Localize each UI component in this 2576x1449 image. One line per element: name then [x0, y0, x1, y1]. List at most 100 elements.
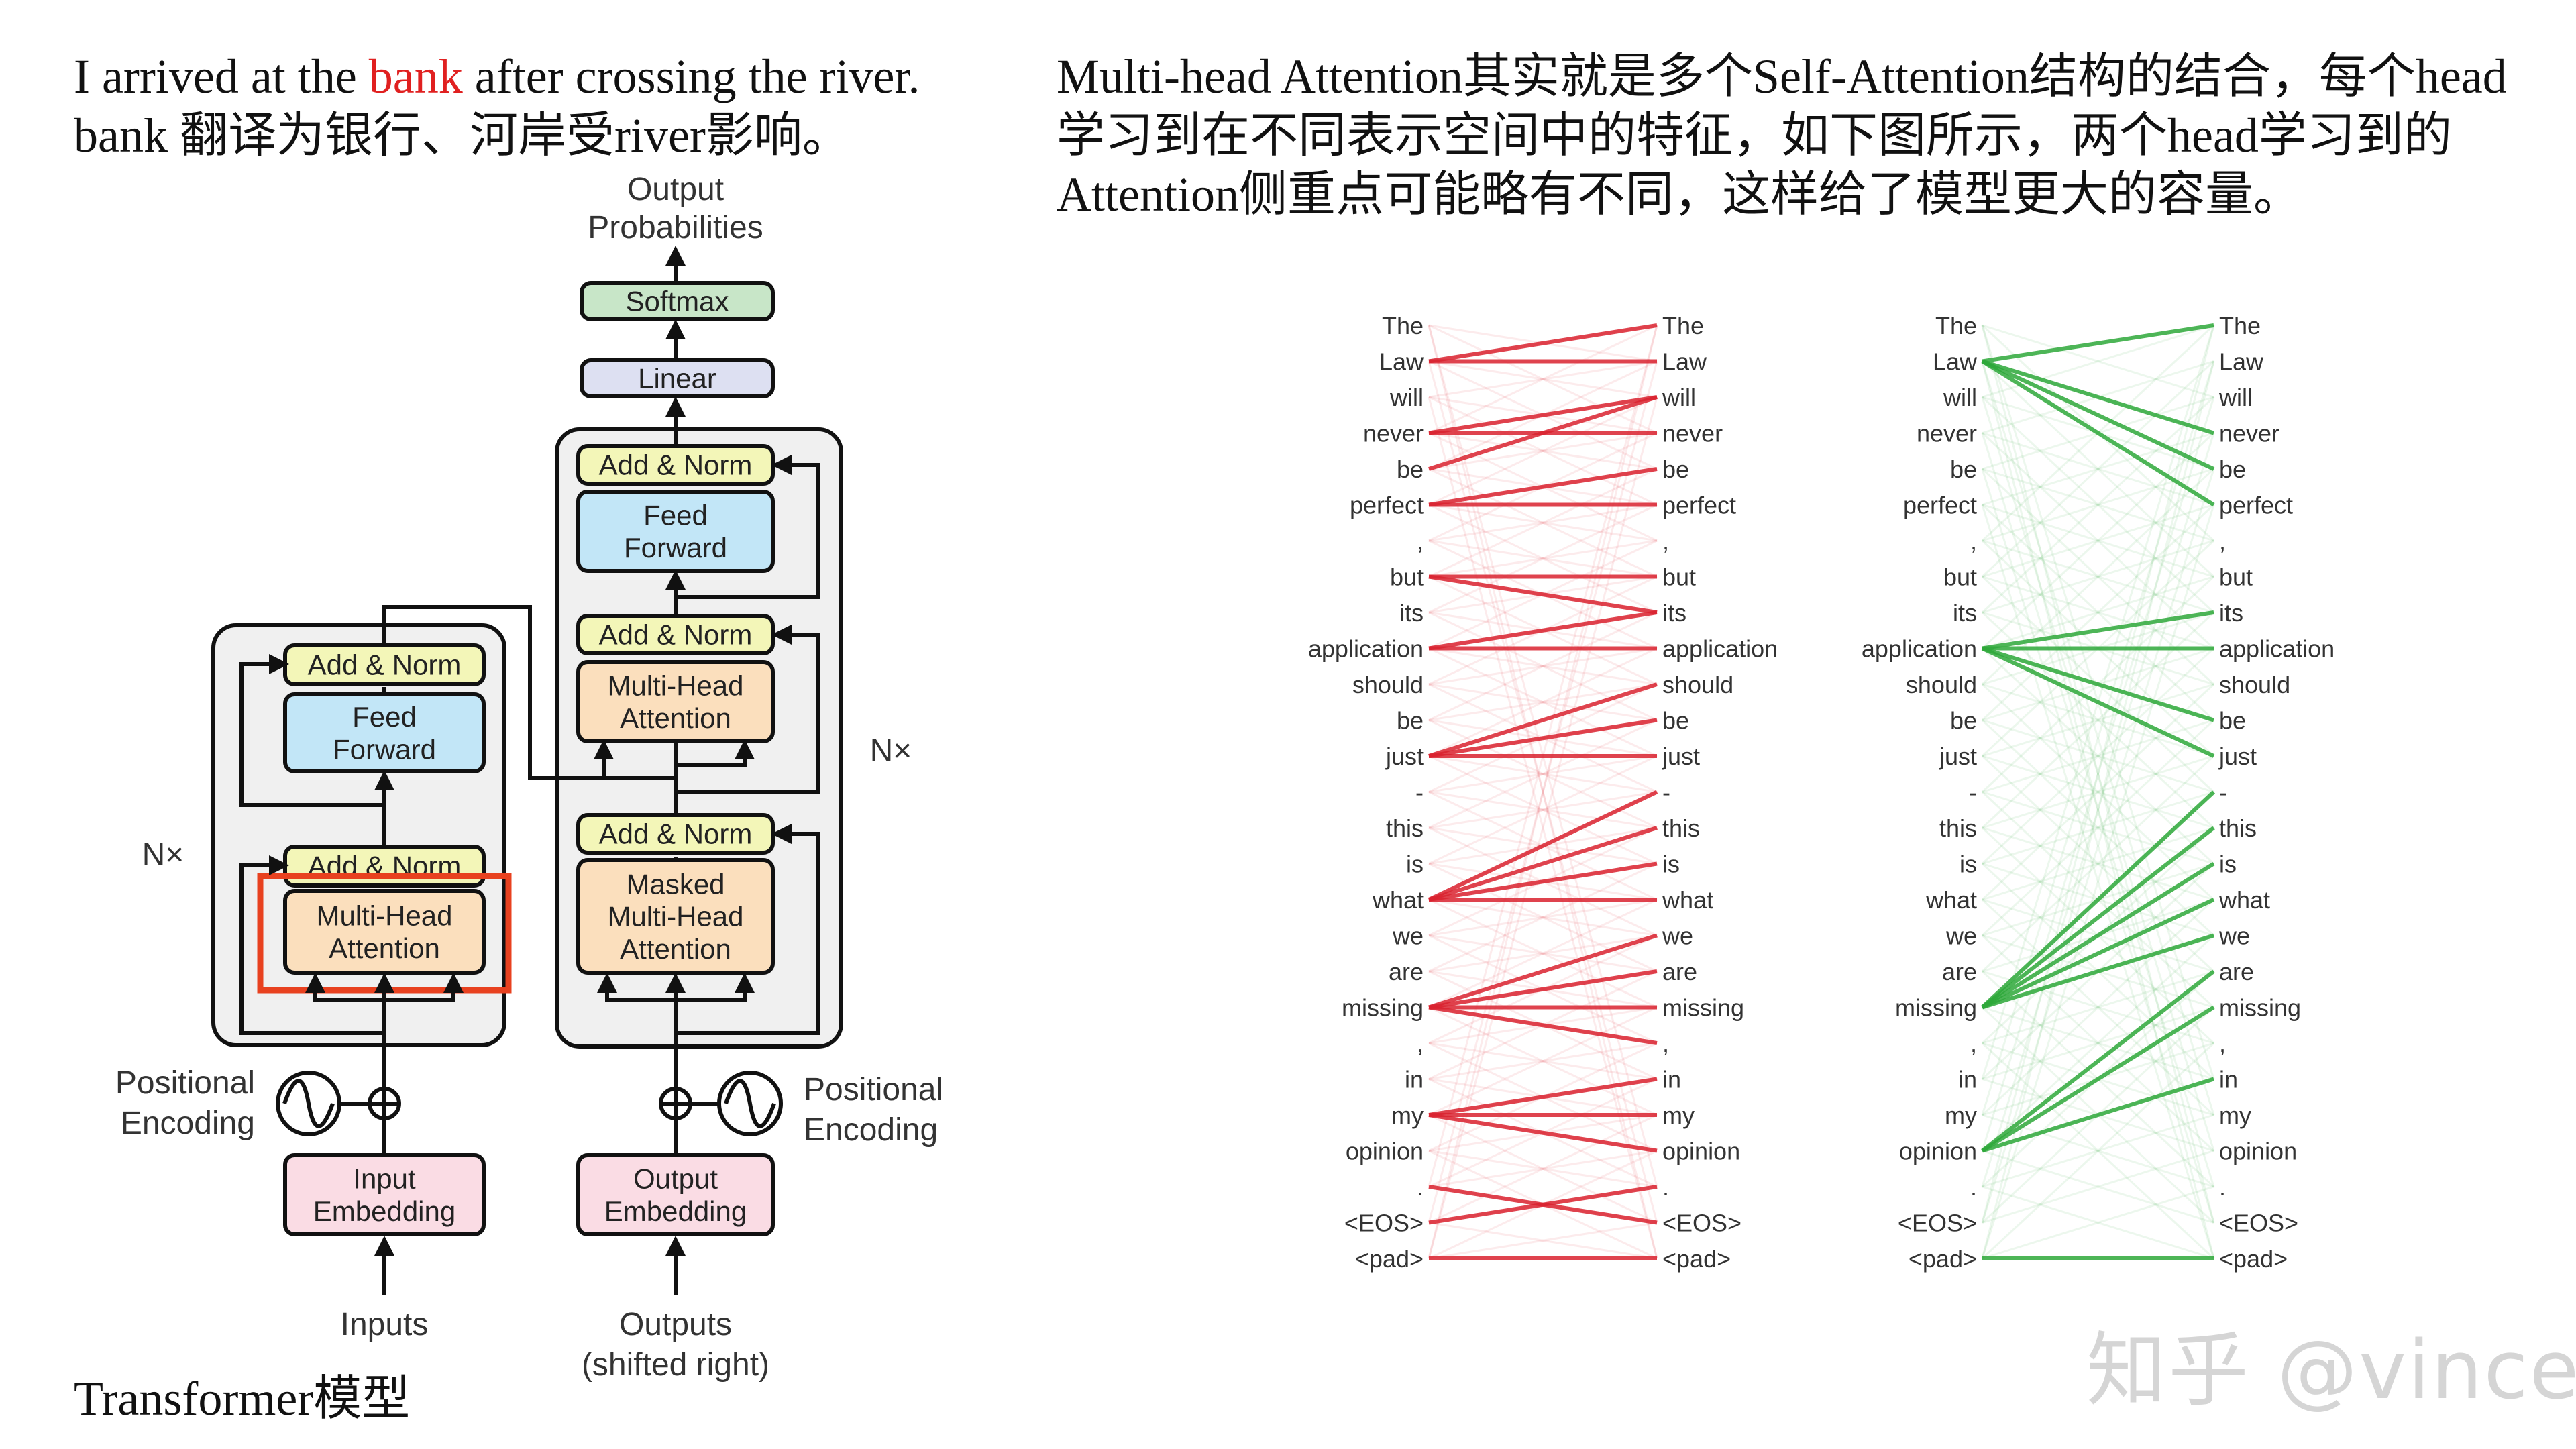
faint-edge — [1981, 468, 2215, 1223]
token-left: are — [1942, 958, 1977, 985]
faint-edge — [1428, 504, 1658, 614]
token-right: Law — [2219, 348, 2264, 376]
faint-edge — [1981, 719, 2215, 936]
faint-edge — [1981, 934, 2215, 1152]
attention-edge — [1428, 718, 1658, 758]
attention-edge — [1428, 610, 1658, 651]
token-left: never — [1363, 420, 1424, 447]
faint-edge — [1428, 396, 1658, 506]
faint-edge — [1428, 1150, 1658, 1188]
token-right: my — [2219, 1102, 2251, 1129]
faint-edge — [1982, 1185, 2214, 1260]
token-left: be — [1397, 707, 1424, 735]
decoder-masked-attention-label: Multi-Head — [607, 901, 743, 932]
token-right: my — [1662, 1102, 1695, 1129]
token-left: are — [1389, 958, 1424, 985]
faint-edge — [1428, 396, 1658, 506]
faint-edge — [1428, 1222, 1658, 1260]
token-left: perfect — [1903, 492, 1977, 519]
token-right: this — [2219, 814, 2257, 842]
token-right: but — [1662, 564, 1696, 591]
decoder-add-norm-2-label: Add & Norm — [599, 619, 753, 651]
token-left: its — [1953, 599, 1977, 627]
token-right: The — [2219, 312, 2261, 339]
faint-edge — [1428, 898, 1658, 1008]
faint-edge — [1982, 719, 2214, 793]
faint-edge — [1981, 755, 2215, 973]
attention-edge — [1981, 861, 2215, 1010]
intro-line-1-prefix: I arrived at the — [74, 50, 369, 103]
token-left: just — [1385, 743, 1424, 770]
token-right: , — [2219, 1030, 2226, 1057]
token-right: are — [2219, 958, 2254, 985]
faint-edge — [1982, 683, 2214, 757]
input-embedding-label: Input — [353, 1163, 416, 1195]
intro-line-1-suffix: after crossing the river. — [462, 50, 920, 103]
faint-edge — [1428, 647, 1658, 686]
token-left: <pad> — [1355, 1245, 1424, 1273]
token-left: its — [1399, 599, 1424, 627]
connector-line — [382, 605, 614, 780]
inputs-label: Inputs — [341, 1307, 429, 1342]
faint-edge — [1981, 360, 2215, 578]
token-right: what — [2218, 886, 2270, 914]
token-right: be — [2219, 707, 2246, 735]
faint-edge — [1981, 325, 2215, 1223]
decoder-positional-encoding-label: Positional — [804, 1072, 943, 1108]
token-left: be — [1950, 707, 1977, 735]
highlighted-word: bank — [368, 50, 463, 103]
faint-edge — [1428, 755, 1658, 865]
faint-edge — [1428, 325, 1658, 1259]
decoder-multi-head-attention-label: Multi-Head — [607, 670, 743, 702]
token-right: its — [1662, 599, 1686, 627]
faint-edge — [1982, 1006, 2214, 1080]
token-left: <EOS> — [1344, 1210, 1424, 1237]
faint-edge — [1428, 934, 1658, 973]
token-right: but — [2219, 564, 2253, 591]
token-left: . — [1417, 1173, 1424, 1201]
token-right: opinion — [1662, 1138, 1740, 1165]
attention-edge — [1428, 574, 1658, 614]
faint-edge — [1982, 791, 2214, 865]
output-probabilities-label: Probabilities — [588, 210, 763, 246]
encoder-multi-head-attention-label: Multi-Head — [316, 900, 452, 932]
token-left: is — [1960, 851, 1977, 878]
attention-edge — [1428, 861, 1658, 902]
faint-edge — [1981, 504, 2215, 721]
faint-edge — [1428, 1006, 1658, 1116]
faint-edge — [1981, 396, 2215, 614]
faint-edge — [1981, 361, 2215, 1259]
token-left: . — [1970, 1173, 1977, 1201]
token-right: <pad> — [1662, 1245, 1731, 1273]
attention-edge — [1981, 1005, 2215, 1153]
faint-edge — [1982, 755, 2214, 829]
encoder-positional-encoding-label: Positional — [115, 1065, 255, 1101]
encoder-feed-forward-label: Forward — [333, 733, 436, 765]
token-left: missing — [1342, 994, 1424, 1022]
token-right: - — [1662, 779, 1670, 806]
outputs-label: (shifted right) — [582, 1347, 769, 1383]
faint-edge — [1981, 898, 2215, 1116]
token-left: this — [1939, 814, 1977, 842]
faint-edge — [1982, 576, 2214, 649]
token-right: should — [2219, 671, 2290, 698]
faint-edge — [1428, 324, 1658, 434]
faint-edge — [1981, 683, 2215, 901]
token-right: <EOS> — [2219, 1210, 2298, 1237]
connector-line — [676, 455, 820, 599]
intro-text: I arrived at the bank after crossing the… — [74, 47, 920, 165]
faint-edge — [1428, 791, 1658, 829]
faint-edge — [1428, 504, 1658, 542]
output-embedding-label: Embedding — [604, 1195, 747, 1227]
encoder-feed-forward-label: Feed — [352, 701, 417, 733]
connector-line — [384, 973, 464, 1002]
token-left: missing — [1895, 994, 1977, 1022]
faint-edge — [1981, 360, 2215, 578]
faint-edge — [1428, 611, 1658, 721]
token-right: in — [1662, 1066, 1681, 1093]
token-right: we — [2218, 922, 2250, 950]
decoder-add-norm-3-label: Add & Norm — [599, 449, 753, 481]
token-right: what — [1662, 886, 1713, 914]
